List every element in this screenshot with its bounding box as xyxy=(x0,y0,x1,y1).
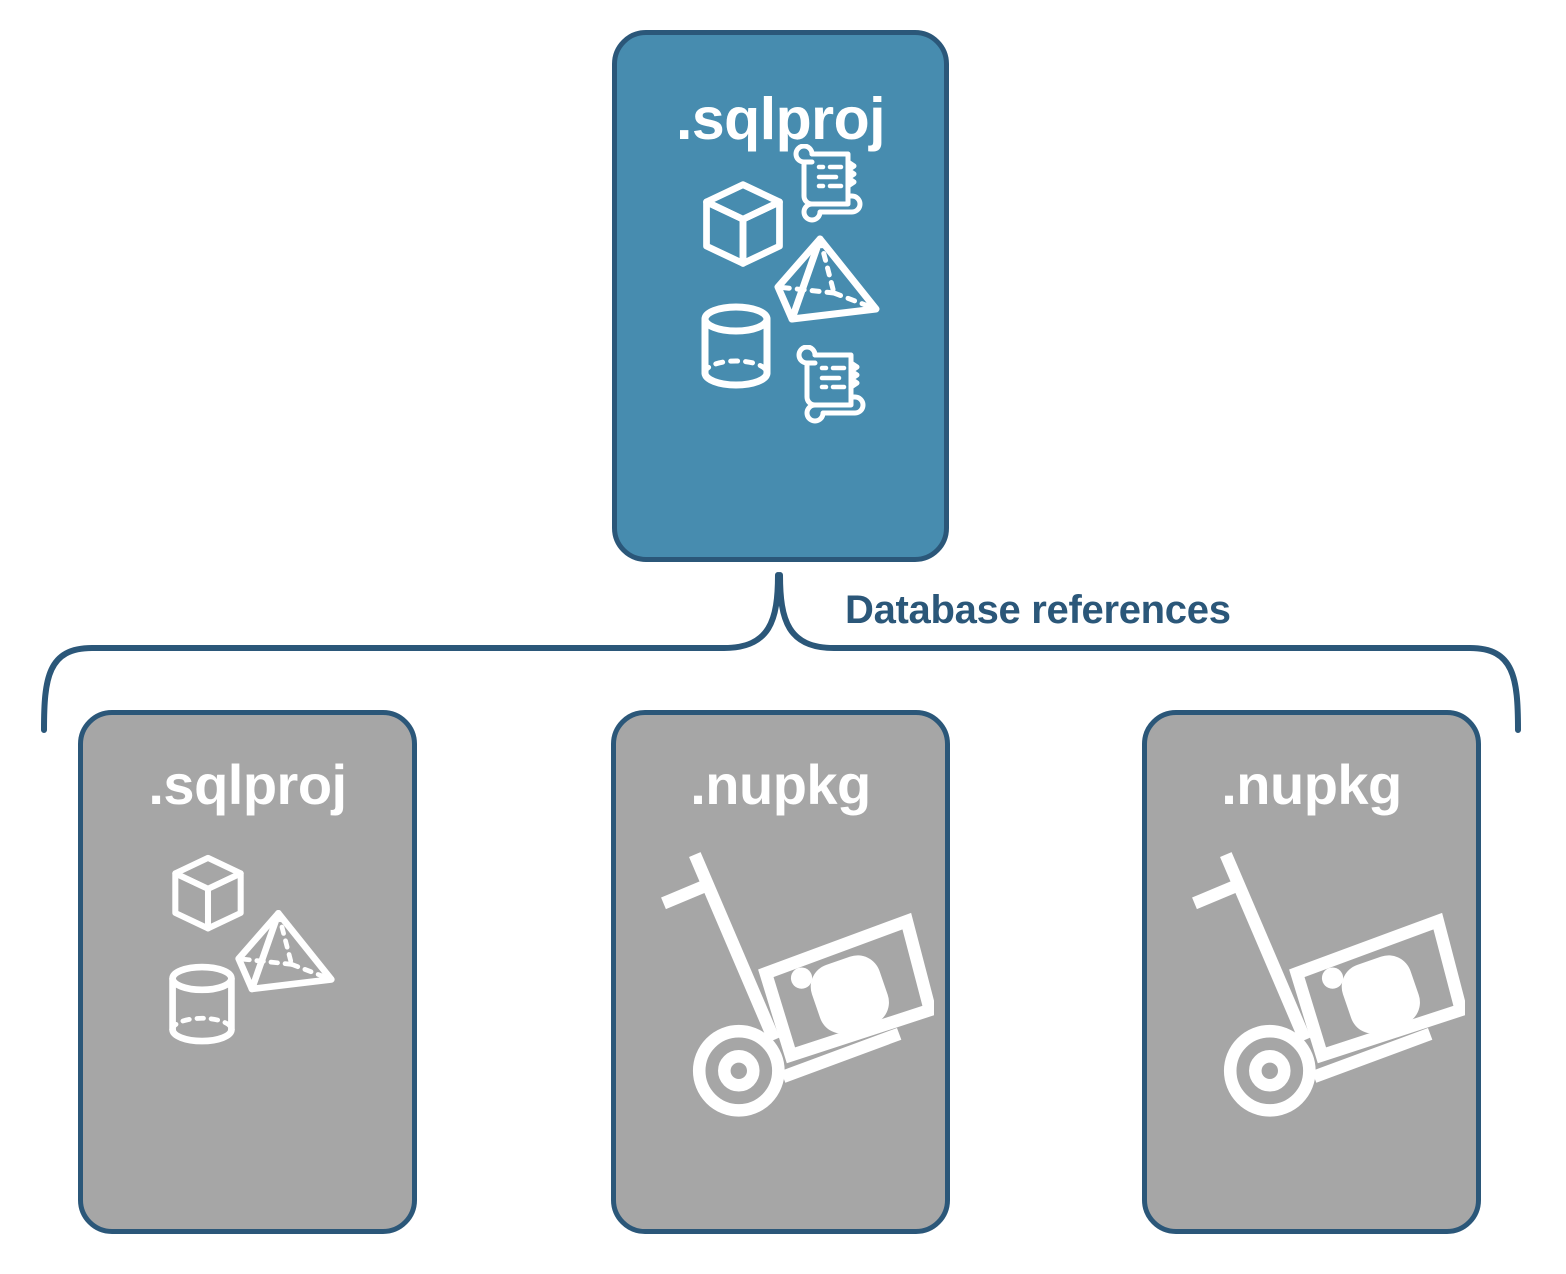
node-child-sqlproj[interactable]: .sqlproj xyxy=(78,710,417,1234)
scroll-icon xyxy=(796,345,866,424)
cube-icon xyxy=(703,181,783,267)
node-artwork xyxy=(83,813,412,1229)
node-artwork xyxy=(1147,813,1476,1229)
node-label: .nupkg xyxy=(690,753,871,816)
node-label: .sqlproj xyxy=(148,753,347,816)
node-artwork xyxy=(617,144,944,557)
cylinder-icon xyxy=(701,303,771,389)
cube-icon xyxy=(172,854,244,932)
pyramid-icon xyxy=(774,235,880,323)
node-root-sqlproj[interactable]: .sqlproj xyxy=(612,30,949,562)
node-label: .nupkg xyxy=(1221,753,1402,816)
nuget-package-handtruck-icon xyxy=(1192,852,1465,1117)
nuget-package-handtruck-icon xyxy=(661,852,934,1117)
pyramid-icon xyxy=(235,909,335,993)
node-artwork xyxy=(616,813,945,1229)
scroll-icon xyxy=(793,144,863,223)
connector-label: Database references xyxy=(845,588,1231,632)
node-child-nupkg-2[interactable]: .nupkg xyxy=(1142,710,1481,1234)
node-child-nupkg-1[interactable]: .nupkg xyxy=(611,710,950,1234)
node-label: .sqlproj xyxy=(675,86,886,152)
cylinder-icon xyxy=(169,963,235,1045)
